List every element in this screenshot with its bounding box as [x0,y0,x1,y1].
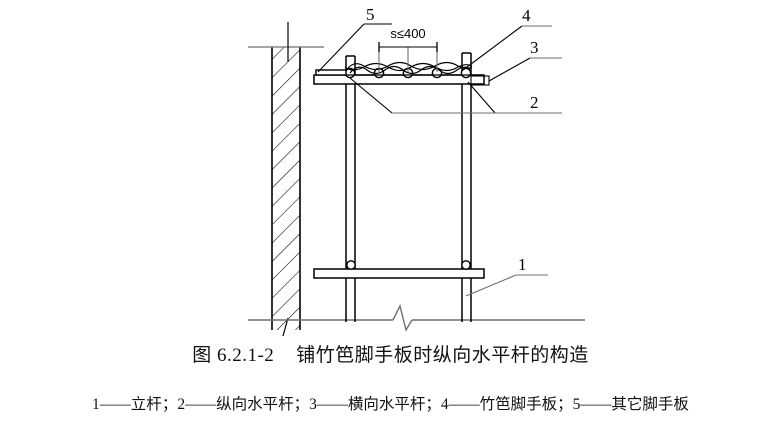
legend-sep-1: ； [161,396,178,413]
legend-dash-3: —— [316,396,348,413]
transverse-bar-section [460,67,472,79]
legend-num-4: 4 [440,396,449,413]
legend-sep-2: ； [293,396,310,413]
ground-line-group [248,303,585,332]
callout-3-label: 3 [530,38,539,57]
legend-term-1: 立杆 [130,396,162,413]
callout-5-label: 5 [366,5,375,24]
transverse-bar-section [346,260,356,270]
callout-3-leader [488,57,531,82]
legend-sep-4: ； [557,396,573,413]
vertical-post-inner [345,55,356,322]
callout-5-leader [317,23,365,73]
legend-dash-2: —— [185,396,217,413]
scaffold-technical-drawing: s≤400 5 4 3 2 [248,5,585,337]
ground-break-symbol [392,303,413,332]
callout-2-group: 2 [467,81,562,114]
legend-item-4: 4——竹笆脚手板； [441,396,573,413]
legend-item-5: 5——其它脚手板 [573,396,689,413]
figure-caption: 图 6.2.1-2 铺竹笆脚手板时纵向水平杆的构造 [0,340,781,367]
deck-detail-leader [349,77,393,114]
callout-3-group: 3 [470,38,562,86]
bamboo-deck-weave [344,61,473,75]
legend-term-3: 横向水平杆 [347,396,426,413]
callout-2-label: 2 [530,93,539,112]
legend-dash-5: —— [580,396,612,413]
callout-1-group: 1 [465,255,548,297]
callout-5-group: 5 [317,5,392,73]
other-scaffold-board [315,69,347,76]
wall-base-tick [282,317,289,337]
callout-1-leader [465,274,517,297]
lower-longitudinal-bar [313,268,485,279]
legend-item-3: 3——横向水平杆； [309,396,441,413]
legend-num-2: 2 [177,396,186,413]
legend-item-2: 2——纵向水平杆； [177,396,309,413]
legend-dash-1: —— [99,396,131,413]
wall-hatching [272,47,300,330]
dimension-line-group: s≤400 [378,26,438,72]
callout-2-leader [467,81,496,114]
callout-1-label: 1 [518,255,527,274]
legend-num-5: 5 [572,396,581,413]
legend-num-3: 3 [309,396,317,413]
transverse-bar-sections-lower [346,260,471,270]
callout-4-group: 4 [462,6,552,71]
legend-term-2: 纵向水平杆 [216,396,294,413]
legend-term-4: 竹笆脚手板 [479,396,558,413]
legend-num-1: 1 [92,396,100,413]
legend-item-1: 1——立杆； [92,396,177,413]
callout-4-label: 4 [522,6,531,25]
dimension-label: s≤400 [390,26,425,41]
vertical-post-outer [461,52,472,322]
callout-4-leader [462,25,523,71]
transverse-bar-section [461,260,471,270]
caption-number: 图 6.2.1-2 [192,345,275,366]
upper-longitudinal-bar [313,74,485,85]
figure-legend: 1——立杆；2——纵向水平杆；3——横向水平杆；4——竹笆脚手板；5——其它脚手… [0,392,781,414]
legend-dash-4: —— [448,396,480,413]
caption-title: 铺竹笆脚手板时纵向水平杆的构造 [296,345,589,366]
legend-sep-3: ； [425,396,441,413]
wall-assembly [248,22,324,337]
legend-term-5: 其它脚手板 [611,396,689,413]
